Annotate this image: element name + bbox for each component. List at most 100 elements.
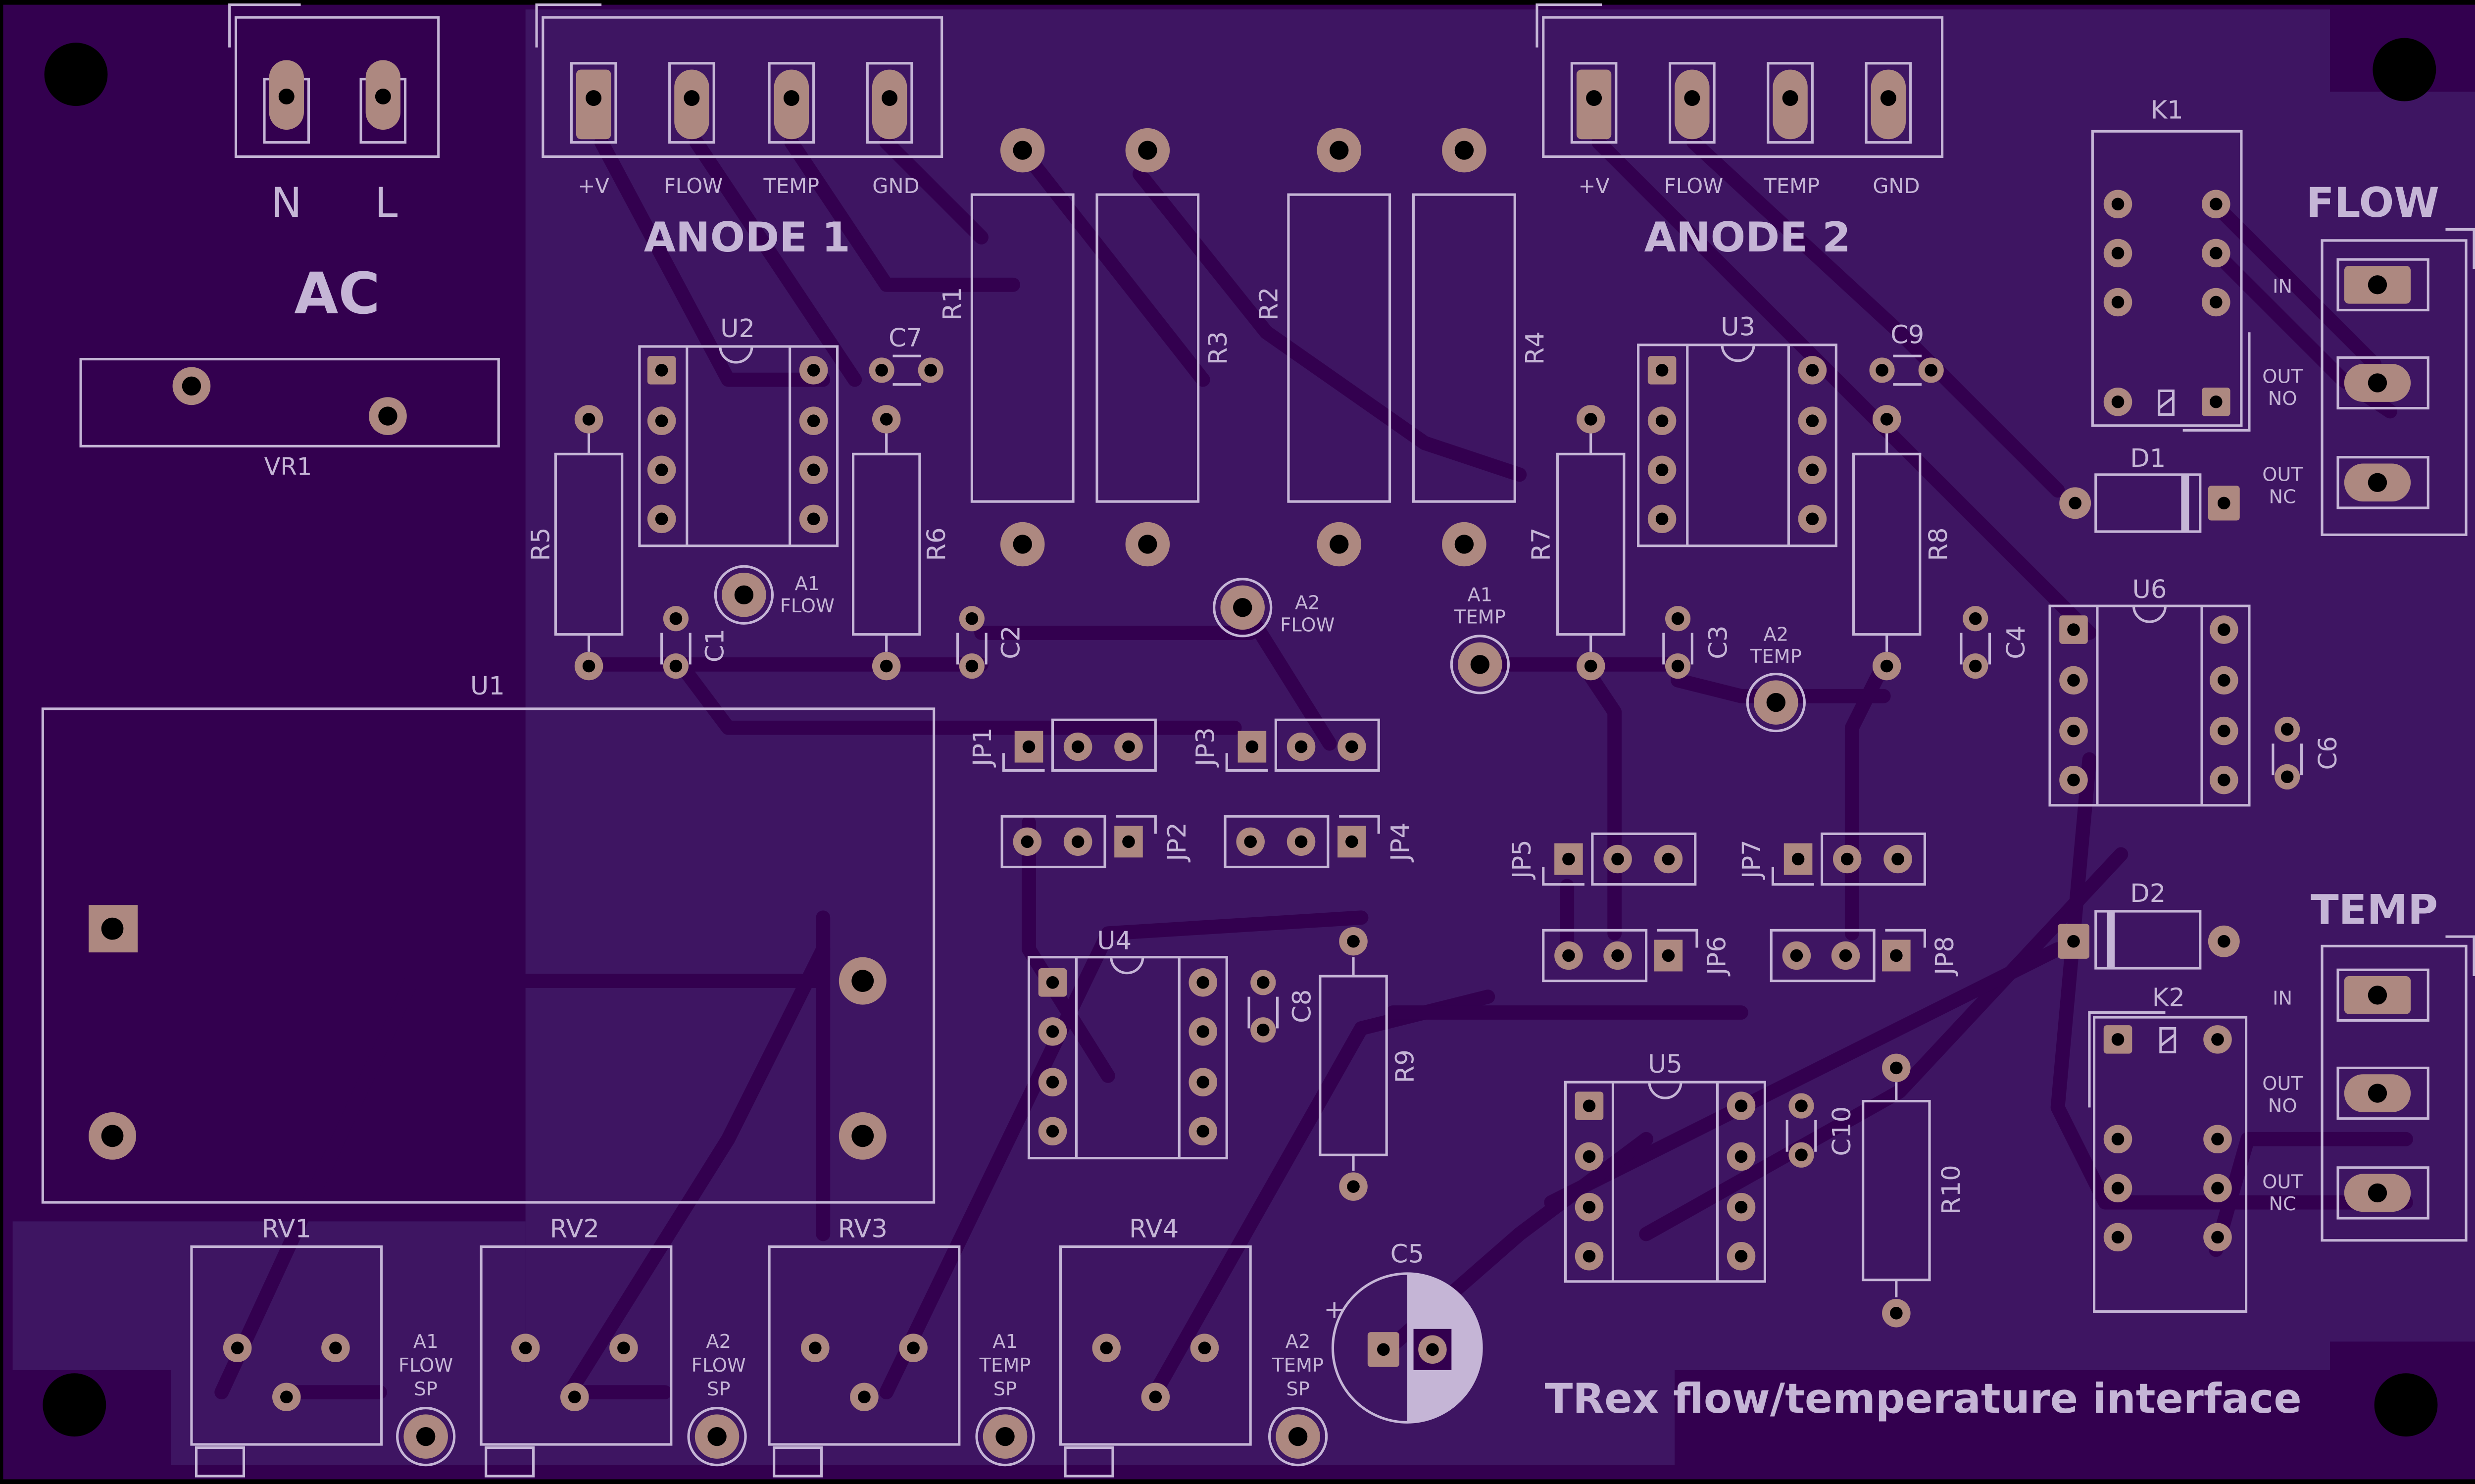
anode2-terminal-block: +V FLOW TEMP GND ANODE 2 [1535, 3, 1944, 261]
mounting-hole-tr [2373, 38, 2436, 101]
ac-pin-label-l: L [375, 179, 397, 227]
anode2-label-temp: TEMP [1764, 174, 1820, 198]
resistor-r5: R5 [527, 405, 624, 681]
jumper-jp3[interactable]: JP3 [1191, 718, 1380, 772]
test-point-label: FLOW [398, 1354, 453, 1377]
jp4-label: JP4 [1386, 822, 1415, 862]
trimpot-rv1[interactable]: RV1 [190, 1214, 383, 1478]
anode2-pin-temp[interactable] [1767, 62, 1814, 144]
jp7-label: JP7 [1737, 840, 1767, 880]
d1-label: D1 [2130, 444, 2166, 473]
anode2-pin-vplus[interactable] [1570, 62, 1618, 144]
rv1-label: RV1 [262, 1214, 311, 1243]
anode2-pin-gnd[interactable] [1865, 62, 1912, 144]
jp5-label: JP5 [1508, 840, 1537, 880]
ac-pin-l[interactable] [359, 60, 407, 144]
c5-label: C5 [1390, 1240, 1424, 1269]
mounting-hole-br [2374, 1373, 2438, 1437]
anode1-pin-gnd[interactable] [866, 62, 913, 144]
r8-label: R8 [1924, 527, 1953, 561]
temp-label-in: IN [2273, 988, 2292, 1010]
test-point-label: A2 [1286, 1331, 1311, 1353]
flow-heading: FLOW [2306, 179, 2439, 227]
capacitor-c6: C6 [2272, 716, 2343, 790]
test-point-label: A2 [1295, 592, 1320, 614]
test-point-label: TEMP [1454, 606, 1506, 628]
resistor-r6: R6 [852, 405, 951, 681]
capacitor-c3: C3 [1662, 606, 1733, 679]
jumper-jp7[interactable]: JP7 [1737, 832, 1926, 886]
capacitor-c8: C8 [1247, 970, 1317, 1043]
flow-pin-in[interactable] [2336, 258, 2429, 312]
temp-pin-out-nc[interactable] [2336, 1166, 2429, 1220]
u3-label: U3 [1721, 313, 1755, 342]
jumper-jp4[interactable]: JP4 [1224, 815, 1415, 869]
r2-label: R2 [1255, 287, 1284, 321]
test-point-label: TEMP [979, 1354, 1031, 1377]
traces [214, 135, 2413, 1400]
c1-label: C1 [700, 629, 730, 662]
r1-label: R1 [938, 287, 967, 321]
jp2-label: JP2 [1163, 822, 1192, 862]
jumper-jp8[interactable]: JP8 [1770, 929, 1960, 983]
jumper-jp2[interactable]: JP2 [1000, 815, 1192, 869]
anode2-heading: ANODE 2 [1644, 213, 1851, 261]
test-point-a1-temp[interactable]: A1 TEMP [1450, 584, 1510, 694]
ac-terminal-block: N L AC [228, 3, 440, 327]
mounting-hole-tl [44, 43, 108, 106]
k1-label: K1 [2151, 96, 2183, 125]
test-point-label: TEMP [1272, 1354, 1324, 1377]
c8-label: C8 [1288, 989, 1317, 1023]
capacitor-c1: C1 [660, 606, 730, 679]
test-point-a2-temp[interactable]: A2 TEMP [1746, 623, 1806, 733]
ac-heading: AC [294, 261, 380, 327]
anode2-pin-flow[interactable] [1669, 62, 1716, 144]
test-point-label: SP [993, 1378, 1017, 1400]
u4-label: U4 [1097, 927, 1132, 956]
board-title: TRex flow/temperature interface [1545, 1375, 2302, 1423]
mounting-hole-bl [43, 1373, 106, 1437]
anode1-label-gnd: GND [872, 174, 919, 198]
flow-pin-out-no[interactable] [2336, 356, 2429, 410]
anode1-pin-flow[interactable] [668, 62, 715, 144]
resistor-r9: R9 [1319, 927, 1420, 1201]
ic-u4: U4 [1027, 927, 1228, 1160]
test-point-label: A1 [1468, 584, 1493, 606]
test-point-label: FLOW [780, 595, 835, 617]
test-point-label: A2 [1763, 623, 1788, 645]
r3-label: R3 [1204, 331, 1233, 365]
anode1-pin-vplus[interactable] [570, 62, 617, 144]
trimpot-rv4[interactable]: RV4 [1059, 1214, 1252, 1478]
temp-pin-in[interactable] [2336, 968, 2429, 1022]
module-u1: U1 [41, 672, 936, 1204]
capacitor-c2: C2 [956, 606, 1026, 679]
anode1-label-temp: TEMP [763, 174, 820, 198]
trimpot-rv3[interactable]: RV3 [768, 1214, 961, 1478]
resistor-r4: R4 [1412, 128, 1550, 567]
flow-label-out-no-2: NO [2268, 388, 2297, 410]
test-point-label: FLOW [1280, 614, 1335, 636]
temp-pin-out-no[interactable] [2336, 1066, 2429, 1120]
test-point-a2-flow-sp[interactable]: A2 FLOW SP [687, 1331, 747, 1467]
ac-pin-n[interactable] [263, 60, 310, 144]
test-point-a1-flow-sp[interactable]: A1 FLOW SP [396, 1331, 456, 1467]
test-point-a2-temp-sp[interactable]: A2 TEMP SP [1268, 1331, 1328, 1467]
trimpot-rv2[interactable]: RV2 [480, 1214, 673, 1478]
mounting-holes [43, 38, 2438, 1437]
c10-label: C10 [1828, 1106, 1857, 1156]
test-point-a1-flow[interactable]: A1 FLOW [714, 565, 835, 625]
anode1-pin-temp[interactable] [768, 62, 815, 144]
test-point-a1-temp-sp[interactable]: A1 TEMP SP [975, 1331, 1035, 1467]
flow-pin-out-nc[interactable] [2336, 456, 2429, 509]
test-point-a2-flow[interactable]: A2 FLOW [1213, 578, 1335, 638]
jumper-jp5[interactable]: JP5 [1508, 832, 1697, 886]
jumper-jp1[interactable]: JP1 [968, 718, 1157, 772]
resistor-r3: R3 [1095, 128, 1233, 567]
jumper-jp6[interactable]: JP6 [1542, 929, 1732, 983]
c6-label: C6 [2314, 736, 2343, 770]
anode2-label-gnd: GND [1873, 174, 1920, 198]
temp-label-out-nc-2: NC [2269, 1193, 2296, 1215]
diode-d1: D1 [2059, 444, 2240, 533]
c7-label: C7 [889, 324, 922, 353]
